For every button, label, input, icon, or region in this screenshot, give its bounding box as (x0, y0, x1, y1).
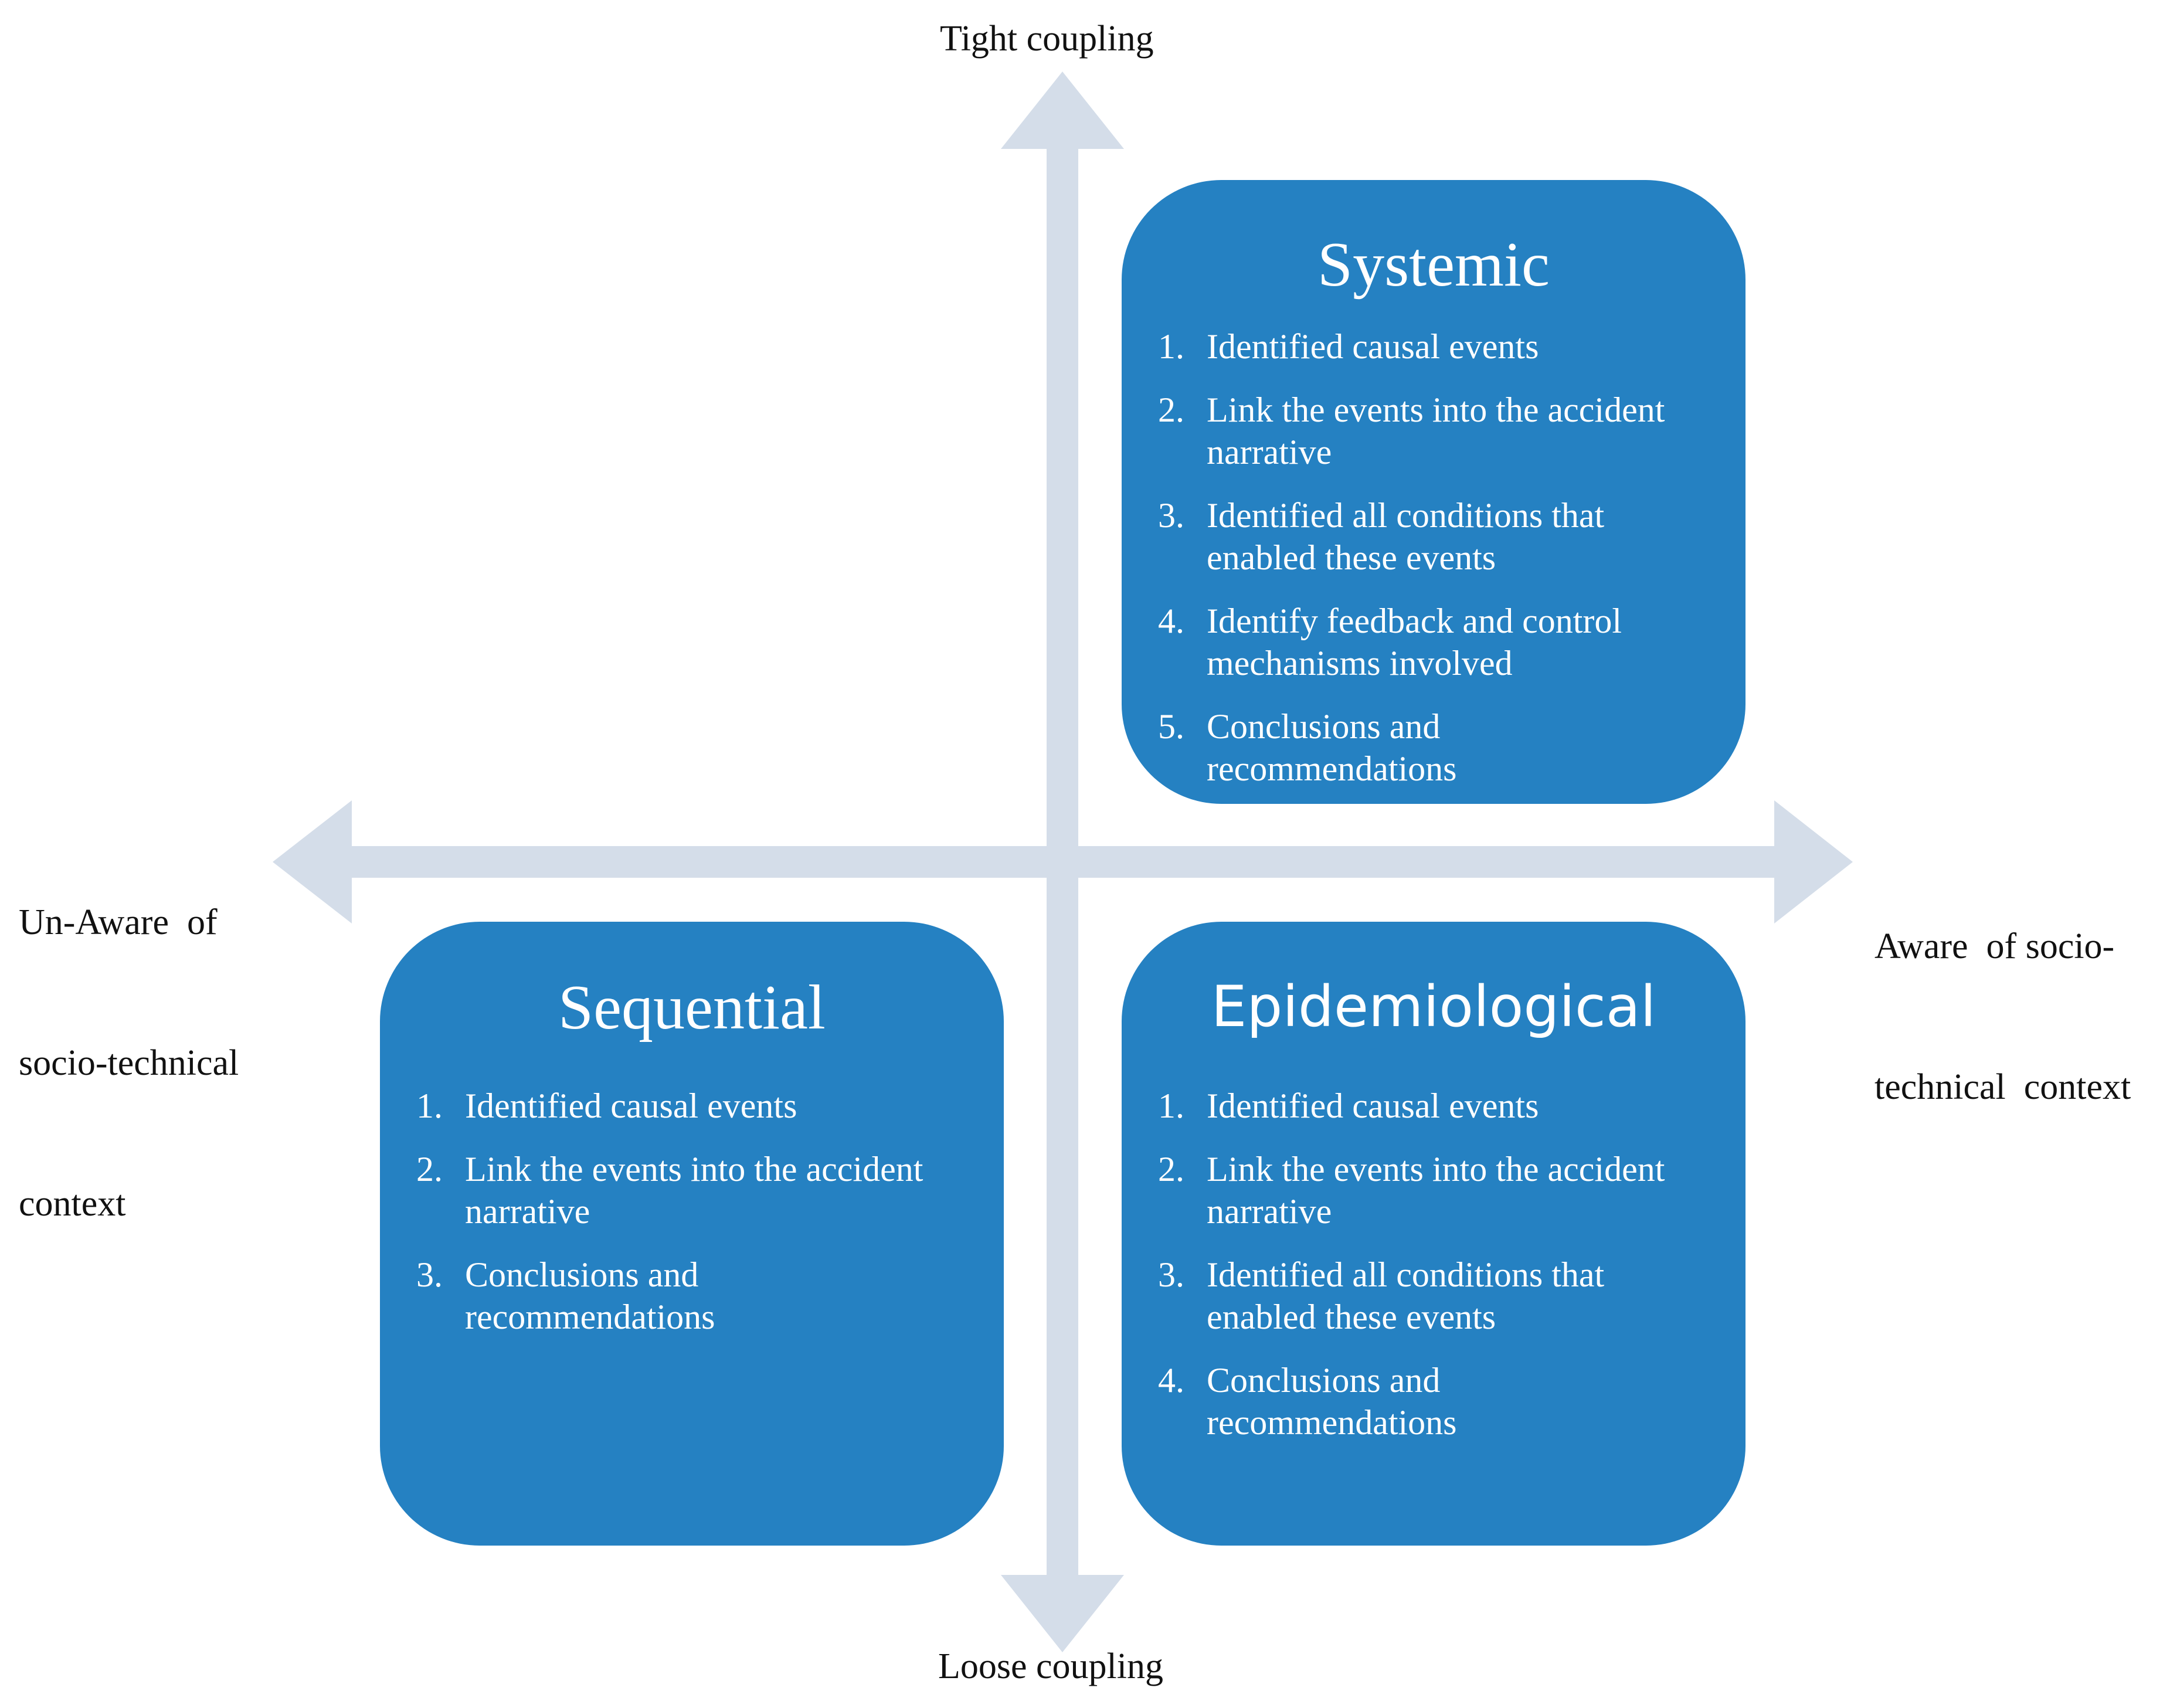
step-number: 5. (1158, 707, 1184, 746)
epidemiological-box: Epidemiological 1. Identified causal eve… (1122, 922, 1745, 1546)
axis-label-left-line: context (19, 1184, 126, 1224)
step-text: recommendations (1207, 749, 1457, 788)
axis-label-right-line: Aware of socio- (1874, 926, 2115, 966)
axis-label-right: Aware of socio- technical context (1874, 829, 2131, 1204)
step-item: 2. Link the events into the accident nar… (1122, 389, 1665, 473)
epidemiological-steps: 1. Identified causal events 2. Link the … (1122, 1085, 1665, 1465)
step-number: 2. (416, 1150, 443, 1189)
step-item: 4. Identify feedback and control mechani… (1122, 600, 1665, 684)
step-number: 4. (1158, 1361, 1184, 1400)
step-number: 3. (416, 1255, 443, 1294)
step-text: enabled these events (1207, 538, 1496, 577)
step-number: 3. (1158, 496, 1184, 535)
step-text: Identified all conditions that (1207, 496, 1605, 535)
systemic-title: Systemic (1317, 230, 1550, 300)
systemic-box: Systemic 1. Identified causal events 2. … (1122, 180, 1745, 804)
sequential-steps: 1. Identified causal events 2. Link the … (380, 1085, 923, 1359)
step-text: narrative (465, 1192, 590, 1231)
step-text: Link the events into the accident (1207, 1150, 1665, 1189)
step-number: 2. (1158, 1150, 1184, 1189)
step-item: 2. Link the events into the accident nar… (1122, 1148, 1665, 1232)
step-item: 1. Identified causal events (380, 1085, 923, 1127)
step-text: narrative (1207, 1192, 1332, 1231)
step-number: 4. (1158, 602, 1184, 640)
step-text: Link the events into the accident (1207, 391, 1665, 429)
step-item: 1. Identified causal events (1122, 1085, 1665, 1127)
step-number: 1. (1158, 1086, 1184, 1125)
step-text: Identified causal events (465, 1086, 797, 1125)
axis-label-left: Un-Aware of socio-technical context (19, 805, 239, 1321)
step-text: narrative (1207, 433, 1332, 471)
step-number: 2. (1158, 391, 1184, 429)
step-item: 4. Conclusions and recommendations (1122, 1359, 1665, 1444)
axis-label-bottom: Loose coupling (938, 1646, 1163, 1686)
systemic-steps: 1. Identified causal events 2. Link the … (1122, 325, 1665, 811)
step-text: Identify feedback and control (1207, 602, 1622, 640)
step-text: Conclusions and (465, 1255, 699, 1294)
step-item: 2. Link the events into the accident nar… (380, 1148, 923, 1232)
step-text: enabled these events (1207, 1298, 1496, 1336)
sequential-title: Sequential (558, 973, 826, 1043)
step-item: 3. Identified all conditions that enable… (1122, 494, 1665, 579)
step-number: 1. (1158, 327, 1184, 366)
step-number: 1. (416, 1086, 443, 1125)
epidemiological-title: Epidemiological (1211, 974, 1656, 1040)
axis-label-top: Tight coupling (940, 19, 1154, 59)
step-text: mechanisms involved (1207, 644, 1513, 682)
step-text: recommendations (465, 1298, 715, 1336)
step-text: Conclusions and (1207, 707, 1441, 746)
step-text: Identified causal events (1207, 1086, 1539, 1125)
axis-label-left-line: Un-Aware of (19, 902, 218, 942)
axis-label-left-line: socio-technical (19, 1043, 239, 1083)
step-item: 1. Identified causal events (1122, 325, 1665, 368)
step-text: Identified causal events (1207, 327, 1539, 366)
sequential-box: Sequential 1. Identified causal events 2… (380, 922, 1004, 1546)
step-text: Conclusions and (1207, 1361, 1441, 1400)
horizontal-axis-arrow (273, 800, 1853, 923)
step-item: 3. Conclusions and recommendations (380, 1254, 923, 1338)
step-text: Identified all conditions that (1207, 1255, 1605, 1294)
axis-label-right-line: technical context (1874, 1067, 2131, 1107)
step-text: Link the events into the accident (465, 1150, 923, 1189)
step-number: 3. (1158, 1255, 1184, 1294)
step-item: 5. Conclusions and recommendations (1122, 705, 1665, 790)
step-item: 3. Identified all conditions that enable… (1122, 1254, 1665, 1338)
step-text: recommendations (1207, 1403, 1457, 1442)
